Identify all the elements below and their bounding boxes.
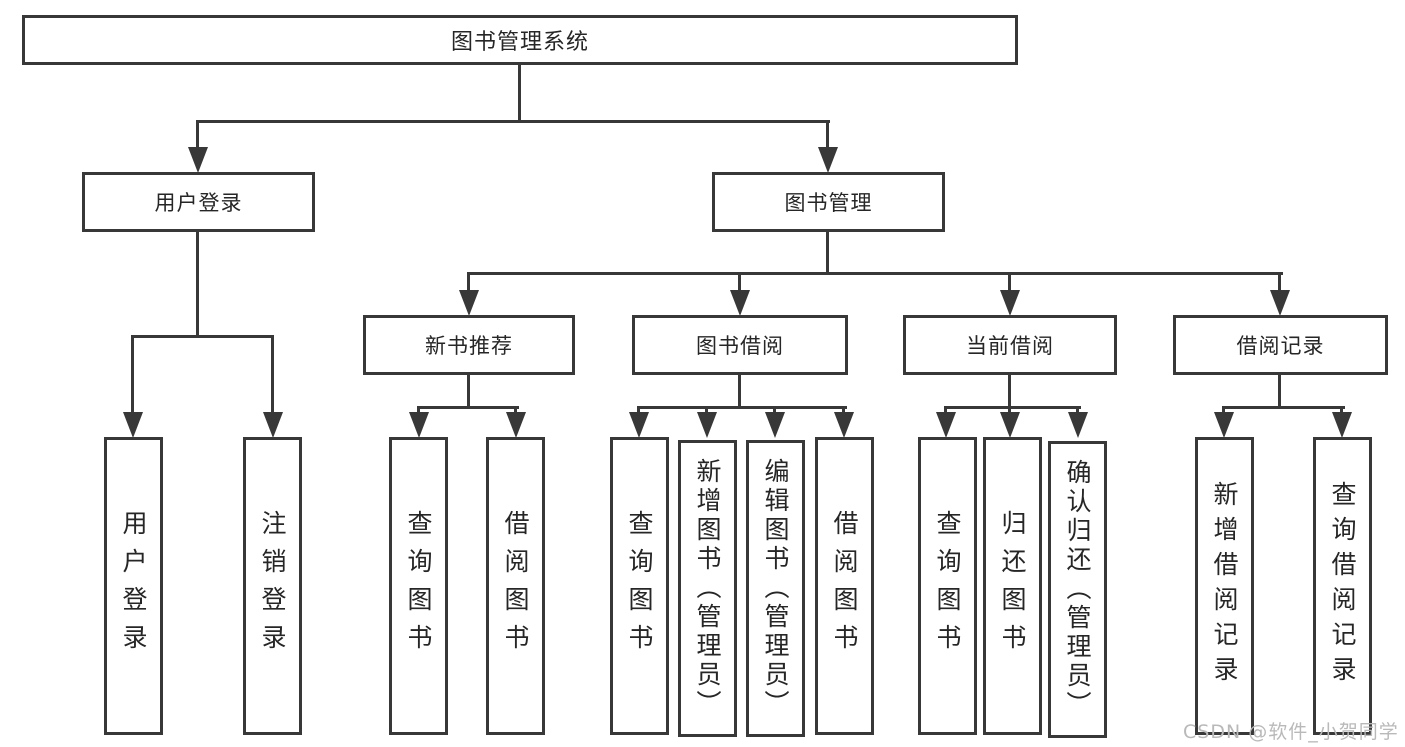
arrow-down-icon	[697, 412, 717, 438]
connector-line	[514, 406, 517, 415]
node-book-management: 图书管理	[712, 172, 945, 232]
connector-line	[1278, 272, 1281, 292]
connector-line	[131, 335, 274, 338]
connector-line	[738, 272, 741, 292]
connector-line	[773, 406, 776, 415]
arrow-down-icon	[818, 147, 838, 173]
leaf-query-books-current: 查询图书	[918, 437, 977, 735]
connector-line	[1008, 272, 1011, 292]
arrow-down-icon	[409, 412, 429, 438]
node-label: 新增图书（管理员）	[693, 458, 722, 719]
arrow-down-icon	[1332, 412, 1352, 438]
connector-line	[467, 373, 470, 408]
arrow-down-icon	[263, 412, 283, 438]
connector-line	[417, 406, 420, 415]
node-label: 图书管理系统	[450, 30, 589, 55]
node-label: 确认归还（管理员）	[1063, 459, 1092, 720]
node-label: 归还图书	[998, 510, 1027, 662]
connector-line	[196, 120, 830, 123]
connector-line	[842, 406, 845, 415]
connector-line	[1076, 406, 1079, 415]
connector-line	[417, 406, 519, 409]
leaf-confirm-return-admin: 确认归还（管理员）	[1048, 441, 1107, 738]
node-label: 查询图书	[933, 510, 962, 662]
node-label: 新增借阅记录	[1210, 481, 1239, 691]
leaf-edit-books-admin: 编辑图书（管理员）	[746, 440, 805, 737]
node-new-book-recommend: 新书推荐	[363, 315, 575, 375]
leaf-borrow-books-recommend: 借阅图书	[486, 437, 545, 735]
node-label: 查询图书	[625, 510, 654, 662]
leaf-logout: 注销登录	[243, 437, 302, 735]
node-label: 用户登录	[154, 191, 243, 215]
arrow-down-icon	[936, 412, 956, 438]
node-label: 借阅图书	[501, 510, 530, 662]
connector-line	[131, 335, 134, 415]
arrow-down-icon	[506, 412, 526, 438]
node-label: 用户登录	[119, 510, 148, 662]
connector-line	[637, 406, 640, 415]
arrow-down-icon	[1000, 412, 1020, 438]
node-label: 借阅记录	[1236, 334, 1325, 358]
arrow-down-icon	[1068, 412, 1088, 438]
connector-line	[826, 120, 829, 150]
leaf-query-books-recommend: 查询图书	[389, 437, 448, 735]
leaf-query-borrow-record: 查询借阅记录	[1313, 437, 1372, 735]
node-label: 当前借阅	[966, 334, 1054, 358]
arrow-down-icon	[765, 412, 785, 438]
connector-line	[738, 373, 741, 408]
connector-line	[1222, 406, 1225, 415]
leaf-add-books-admin: 新增图书（管理员）	[678, 440, 737, 737]
leaf-query-books-borrowing: 查询图书	[610, 437, 669, 735]
node-label: 借阅图书	[830, 510, 859, 662]
arrow-down-icon	[834, 412, 854, 438]
node-library-management-system: 图书管理系统	[22, 15, 1018, 65]
node-label: 查询借阅记录	[1328, 481, 1357, 691]
connector-line	[271, 335, 274, 415]
arrow-down-icon	[1000, 290, 1020, 316]
connector-line	[705, 406, 708, 415]
connector-line	[467, 272, 470, 292]
node-book-borrowing: 图书借阅	[632, 315, 848, 375]
node-user-login: 用户登录	[82, 172, 315, 232]
node-label: 查询图书	[404, 510, 433, 662]
node-label: 注销登录	[258, 510, 287, 662]
node-label: 图书借阅	[696, 334, 784, 358]
leaf-user-login: 用户登录	[104, 437, 163, 735]
connector-line	[637, 406, 847, 409]
connector-line	[467, 272, 1283, 275]
connector-line	[944, 406, 947, 415]
node-current-borrowing: 当前借阅	[903, 315, 1117, 375]
node-borrowing-records: 借阅记录	[1173, 315, 1388, 375]
connector-line	[1008, 406, 1011, 415]
leaf-borrow-books: 借阅图书	[815, 437, 874, 735]
node-label: 图书管理	[784, 191, 873, 215]
connector-line	[944, 406, 1081, 409]
arrow-down-icon	[730, 290, 750, 316]
leaf-add-borrow-record: 新增借阅记录	[1195, 437, 1254, 735]
node-label: 新书推荐	[425, 334, 513, 358]
arrow-down-icon	[1214, 412, 1234, 438]
connector-line	[1008, 373, 1011, 408]
arrow-down-icon	[188, 147, 208, 173]
connector-line	[518, 64, 521, 122]
leaf-return-books: 归还图书	[983, 437, 1042, 735]
connector-line	[1340, 406, 1343, 415]
arrow-down-icon	[459, 290, 479, 316]
arrow-down-icon	[123, 412, 143, 438]
node-label: 编辑图书（管理员）	[761, 458, 790, 719]
connector-line	[1222, 406, 1345, 409]
arrow-down-icon	[1270, 290, 1290, 316]
connector-line	[196, 230, 199, 337]
arrow-down-icon	[629, 412, 649, 438]
connector-line	[826, 230, 829, 274]
csdn-watermark: CSDN @软件_小贺同学	[1183, 721, 1399, 743]
connector-line	[1278, 373, 1281, 408]
connector-line	[196, 120, 199, 150]
